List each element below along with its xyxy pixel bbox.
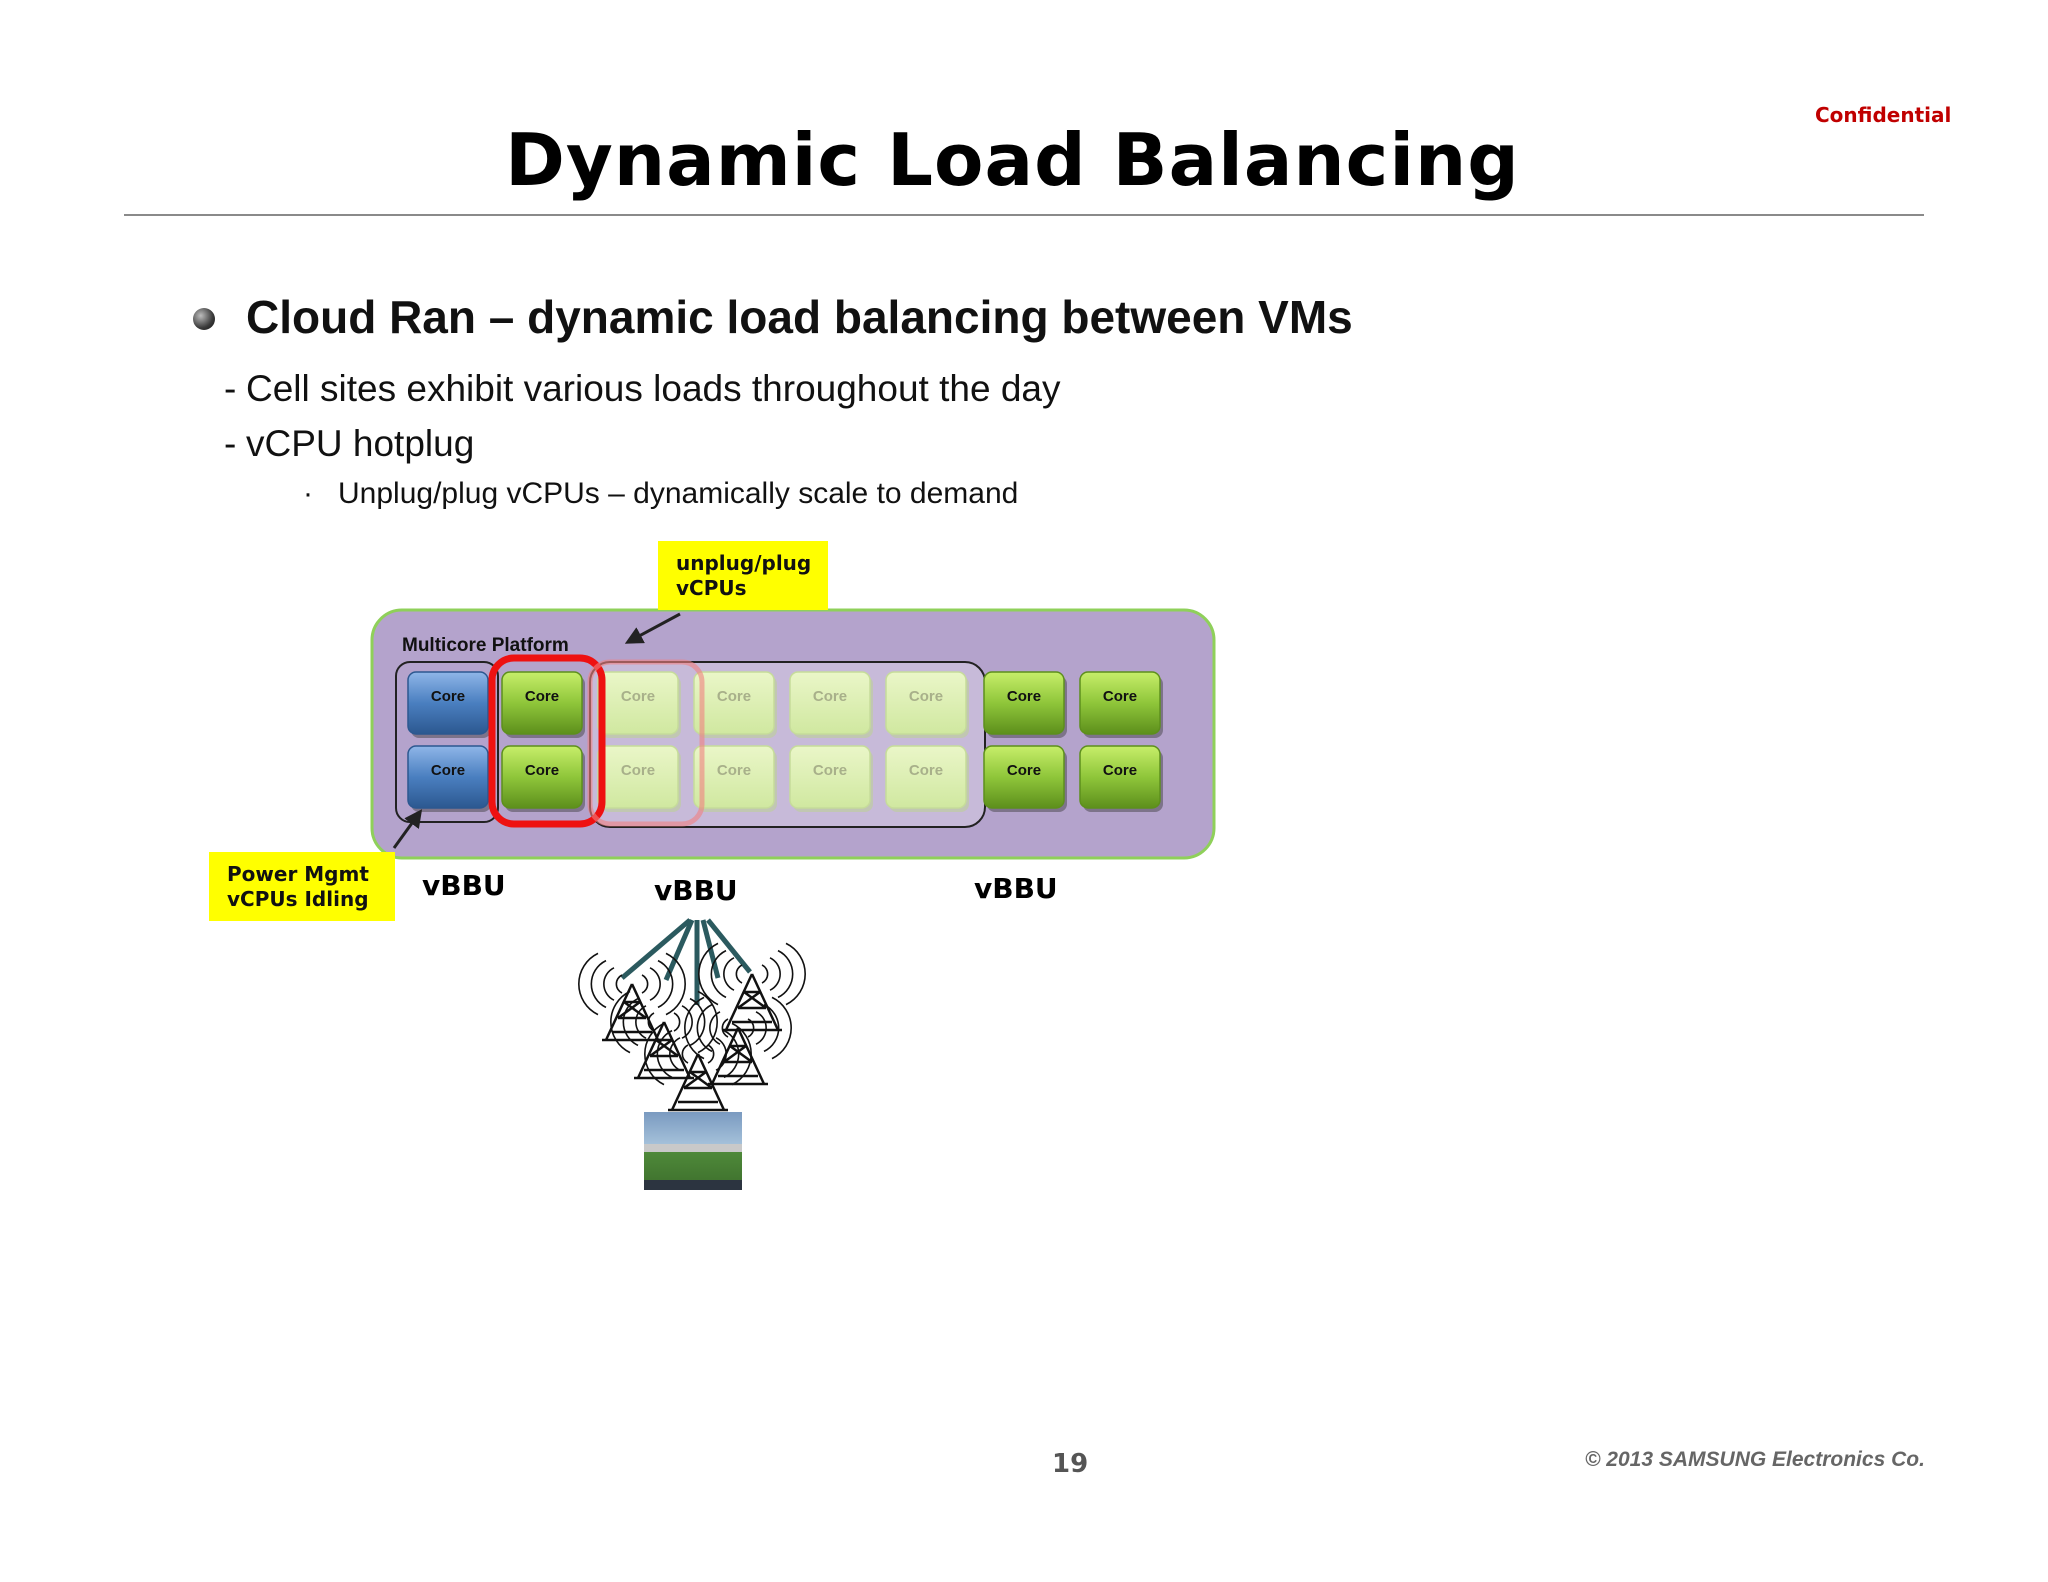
core-green-r1c7: Core: [983, 671, 1067, 738]
core-faded-r1c3: Core: [597, 671, 681, 738]
sub-bullet-1-text: Cell sites exhibit various loads through…: [246, 368, 1061, 409]
core-faded-r2c5: Core: [789, 745, 873, 812]
platform-label: Multicore Platform: [402, 635, 569, 656]
bullet-icon: [193, 308, 215, 330]
hotplug-faded-highlight: [587, 659, 705, 827]
page-number: 19: [1052, 1449, 1089, 1479]
core-label: Core: [717, 688, 751, 705]
bullet-heading: Cloud Ran – dynamic load balancing betwe…: [246, 291, 1353, 343]
core-label: Core: [717, 762, 751, 779]
power-callout-line-2: vCPUs Idling: [227, 887, 369, 911]
sub-bullet-2-text: vCPU hotplug: [246, 423, 475, 464]
core-blue-r1c1: Core: [407, 671, 491, 738]
core-faded-r1c5: Core: [789, 671, 873, 738]
unplug-callout-line-2: vCPUs: [676, 576, 747, 600]
core-label: Core: [1007, 762, 1041, 779]
stadium-stands: [644, 1144, 742, 1152]
hotplug-highlight: [488, 654, 606, 828]
core-label: Core: [621, 688, 655, 705]
core-label: Core: [525, 762, 559, 779]
vbbu-group-1-outline: [395, 661, 499, 823]
core-label: Core: [813, 688, 847, 705]
core-label: Core: [909, 688, 943, 705]
core-green-r2c7: Core: [983, 745, 1067, 812]
core-faded-r1c4: Core: [693, 671, 777, 738]
core-label: Core: [621, 762, 655, 779]
core-label: Core: [909, 762, 943, 779]
unplug-callout-line-1: unplug/plug: [676, 551, 812, 575]
sub-bullet-2: -vCPU hotplug: [224, 423, 475, 464]
unplug-arrow: [624, 612, 681, 644]
cell-tower-icon: [698, 942, 806, 1032]
small-bullet-icon: ·: [303, 477, 313, 510]
slide-title: Dynamic Load Balancing: [505, 118, 1520, 202]
power-callout-line-1: Power Mgmt: [227, 862, 369, 886]
core-faded-r2c3: Core: [597, 745, 681, 812]
title-divider: [124, 214, 1924, 216]
core-faded-r2c6: Core: [885, 745, 969, 812]
core-green-r2c2: Core: [501, 745, 585, 812]
cell-tower-icon: [578, 952, 686, 1042]
power-arrow: [392, 809, 423, 849]
power-callout: Power Mgmt vCPUs Idling: [209, 852, 395, 921]
stadium-foreground: [644, 1180, 742, 1190]
core-green-r1c2: Core: [501, 671, 585, 738]
vbbu-label-2: vBBU: [654, 874, 738, 907]
unplug-callout: unplug/plug vCPUs: [658, 541, 828, 610]
cell-tower-icon: [644, 1022, 752, 1112]
core-label: Core: [1103, 762, 1137, 779]
vbbu-label-3: vBBU: [974, 872, 1058, 905]
core-label: Core: [813, 762, 847, 779]
core-green-r2c8: Core: [1079, 745, 1163, 812]
core-label: Core: [431, 688, 465, 705]
cell-links: [620, 918, 752, 1005]
copyright-text: © 2013 SAMSUNG Electronics Co.: [1585, 1448, 1925, 1471]
confidential-label: Confidential: [1815, 103, 1952, 127]
core-label: Core: [525, 688, 559, 705]
core-label: Core: [1103, 688, 1137, 705]
core-blue-r2c1: Core: [407, 745, 491, 812]
core-green-r1c8: Core: [1079, 671, 1163, 738]
core-label: Core: [431, 762, 465, 779]
sub-sub-bullet: Unplug/plug vCPUs – dynamically scale to…: [338, 477, 1019, 510]
cell-tower-cluster-icon: [578, 942, 806, 1112]
vbbu-label-1: vBBU: [422, 869, 506, 902]
core-faded-r2c4: Core: [693, 745, 777, 812]
sub-bullet-1: -Cell sites exhibit various loads throug…: [224, 368, 1061, 409]
core-faded-r1c6: Core: [885, 671, 969, 738]
core-label: Core: [1007, 688, 1041, 705]
